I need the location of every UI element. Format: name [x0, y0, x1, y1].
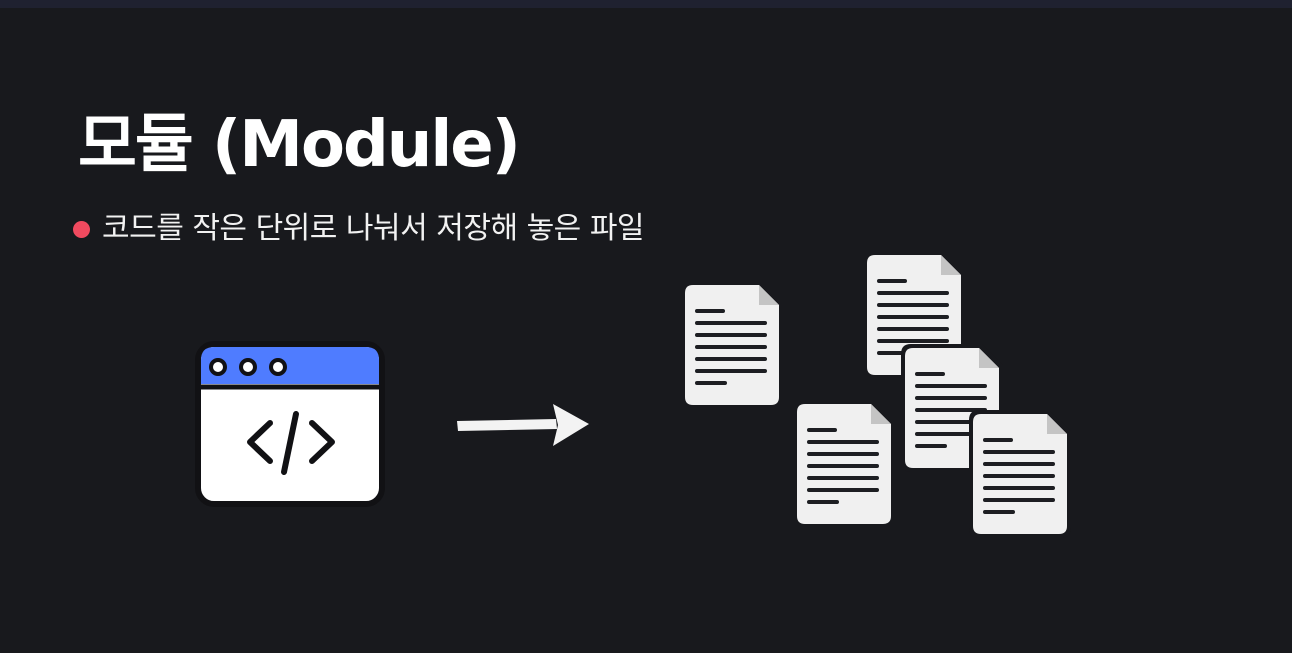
document-icon — [795, 402, 893, 526]
bullet-text: 코드를 작은 단위로 나눠서 저장해 놓은 파일 — [102, 211, 645, 246]
document-icon — [683, 283, 781, 407]
bullet-dot-icon — [73, 220, 90, 238]
code-window-icon — [195, 341, 385, 507]
arrow-right-icon — [457, 404, 589, 446]
top-bar — [0, 0, 1292, 8]
bullet-point: 코드를 작은 단위로 나눠서 저장해 놓은 파일 — [73, 207, 645, 251]
slide-title: 모듈 (Module) — [78, 108, 521, 182]
document-icon — [969, 410, 1071, 538]
